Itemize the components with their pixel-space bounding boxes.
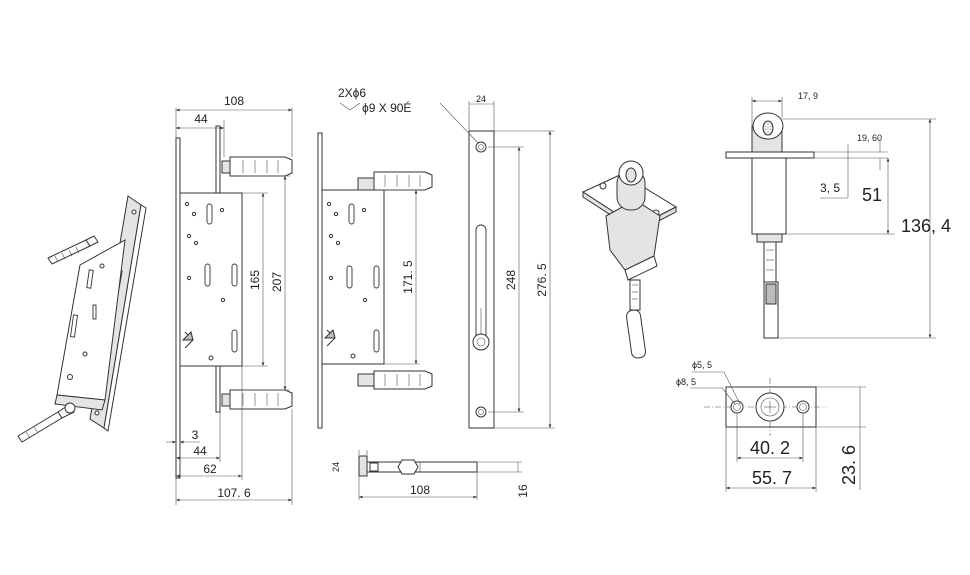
dim-23-6: 23. 6 (839, 445, 859, 485)
dim-3: 3 (192, 428, 199, 442)
dim-16-top-view: 16 (516, 484, 530, 498)
dim-108-top-view: 108 (410, 483, 430, 497)
dim-55-7: 55. 7 (752, 468, 792, 488)
dim-62: 62 (203, 462, 217, 476)
dim-d5-5: ϕ5, 5 (692, 360, 712, 370)
lock-front-view-2: 171. 5 (317, 132, 433, 429)
handle-isometric-view (581, 160, 678, 359)
dim-51: 51 (862, 185, 882, 205)
dim-107-6: 107. 6 (217, 486, 251, 500)
dim-248: 248 (504, 270, 518, 290)
handle-side-view: 17, 9 19, 60 3, 5 51 136, 4 (725, 91, 951, 339)
lock-top-view: 24 108 16 (331, 450, 530, 500)
dim-17-9: 17, 9 (798, 91, 818, 101)
dim-44-bottom: 44 (193, 444, 207, 458)
dim-108-top: 108 (224, 94, 244, 108)
dim-3-5: 3, 5 (820, 181, 840, 195)
dim-207: 207 (270, 272, 284, 292)
dim-40-2: 40. 2 (750, 438, 790, 458)
lock-front-view: 108 44 207 165 3 44 62 107. 6 (166, 94, 293, 505)
lock-isometric-view (17, 195, 147, 443)
handle-plan-view: ϕ5, 5 ϕ8, 5 40. 2 55. 7 23. 6 (676, 360, 866, 492)
faceplate-view: 2Xϕ6 ϕ9 X 90É 24 248 276. 5 (338, 86, 555, 429)
dim-44-top: 44 (194, 112, 208, 126)
hole-note-line-1: 2Xϕ6 (338, 86, 366, 100)
dim-276-5: 276. 5 (535, 263, 549, 297)
dim-24-top-view: 24 (331, 462, 341, 472)
hole-note-line-2: ϕ9 X 90É (362, 100, 411, 115)
dim-171-5: 171. 5 (401, 260, 415, 294)
dim-24-faceplate: 24 (476, 94, 486, 104)
dim-165: 165 (248, 270, 262, 290)
dim-136-4: 136, 4 (901, 216, 951, 236)
dim-19-60: 19, 60 (857, 133, 882, 143)
dim-d8-5: ϕ8, 5 (676, 377, 696, 387)
